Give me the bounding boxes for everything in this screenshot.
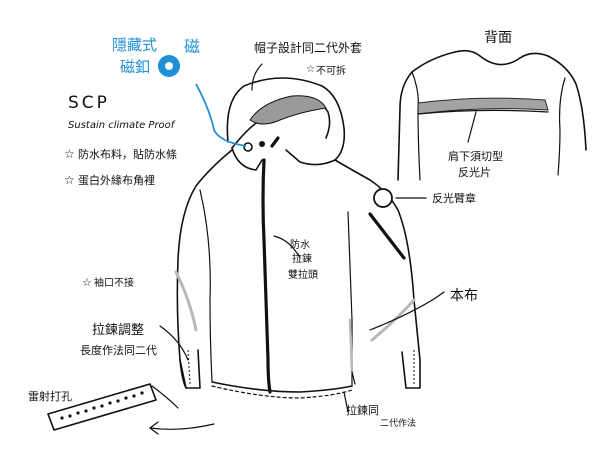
back-reflective-band	[417, 97, 549, 115]
brand-name: SCP	[68, 93, 110, 113]
back-reflective-label-1: 肩下須切型	[448, 149, 503, 163]
jacket-front-sketch	[174, 77, 421, 399]
hidden-magnet-label-1: 隱藏式	[112, 36, 157, 54]
brand-tagline: Sustain climate Proof	[68, 120, 176, 131]
fabric-label: 本布	[450, 288, 478, 304]
feature-1: 防水布料，貼防水條	[78, 147, 177, 161]
feature-2: 蛋白外緣布角裡	[78, 173, 155, 187]
bottom-zip-label-1: 拉鍊同	[346, 403, 379, 417]
cuff-note: 袖口不接	[94, 276, 134, 289]
main-zipper	[261, 158, 272, 394]
laser-perforated-strap	[47, 383, 157, 431]
zipper-label-3: 雙拉頭	[288, 268, 318, 281]
back-view-sketch	[397, 49, 587, 181]
bottom-zip-label-2: 二代作法	[380, 417, 416, 429]
magnet-callout	[158, 55, 247, 147]
cuff-adjust-label-1: 拉鍊調整	[92, 323, 144, 338]
back-reflective-label-2: 反光片	[458, 165, 491, 179]
cuff-adjust-label-2: 長度作法同二代	[80, 343, 157, 357]
reflective-arm-patch	[373, 188, 393, 208]
hood-design-label: 帽子設計同二代外套	[254, 40, 362, 55]
zipper-label-1: 防水	[290, 238, 310, 251]
back-view-label: 背面	[484, 30, 512, 46]
reflective-arm-label: 反光臂章	[432, 191, 476, 205]
cuff-star: ☆	[82, 276, 92, 289]
hidden-magnet-label-2: 磁釦	[120, 58, 150, 76]
hood-sub-label: 不可拆	[316, 64, 346, 77]
magnet-label: 磁	[184, 37, 200, 56]
hood-sub-star: ☆	[306, 64, 315, 75]
chest-pocket-zipper	[368, 212, 406, 260]
hood-mesh-panel	[249, 95, 327, 125]
zipper-label-2: 拉鍊	[292, 252, 312, 265]
feature-star-1: ☆	[64, 147, 75, 161]
feature-star-2: ☆	[64, 173, 75, 187]
strap-note: 雷射打孔	[28, 389, 72, 403]
